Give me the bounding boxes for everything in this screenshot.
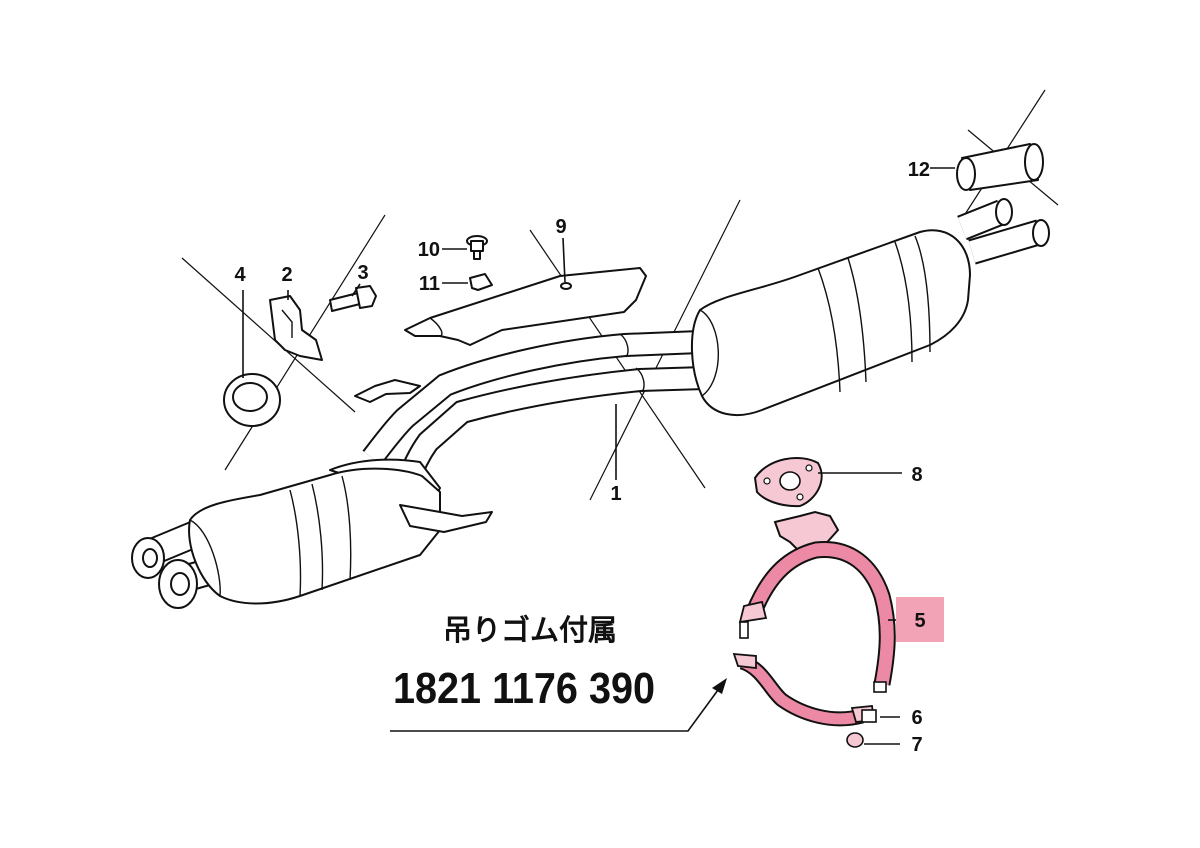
label-6: 6 [911, 707, 922, 729]
label-2: 2 [281, 264, 292, 286]
rubber-ring-4 [223, 373, 281, 427]
cross-line [529, 229, 706, 489]
hanger-strap-5 [732, 510, 896, 727]
bolt-3 [329, 285, 377, 312]
gasket-8 [753, 457, 823, 508]
label-9: 9 [555, 216, 566, 238]
heat-shield [404, 267, 647, 346]
rear-muffler [691, 198, 1050, 417]
label-5: 5 [914, 610, 925, 632]
label-7: 7 [911, 734, 922, 756]
note-caption: 吊りゴム付属 [443, 613, 617, 647]
pipe-hanger-bracket [354, 379, 421, 403]
pipe-sleeve-12 [956, 143, 1044, 191]
nut-7 [846, 732, 864, 748]
label-11: 11 [419, 273, 440, 295]
label-4: 4 [234, 264, 246, 286]
label-12: 12 [908, 159, 930, 181]
cross-line [181, 257, 356, 413]
note-arrow [390, 678, 727, 732]
bolt-10 [466, 235, 488, 260]
clip-11 [469, 273, 493, 291]
label-3: 3 [357, 262, 368, 284]
note-part-number: 1821 1176 390 [393, 664, 655, 713]
label-10: 10 [418, 239, 440, 261]
bolt-6 [861, 709, 877, 723]
leader-lines [242, 167, 955, 745]
bracket-2-detail [281, 309, 293, 338]
front-muffler [131, 458, 493, 609]
label-1: 1 [610, 483, 621, 505]
twin-pipes [362, 330, 706, 486]
highlight-box-5 [896, 597, 944, 642]
label-8: 8 [911, 464, 922, 486]
